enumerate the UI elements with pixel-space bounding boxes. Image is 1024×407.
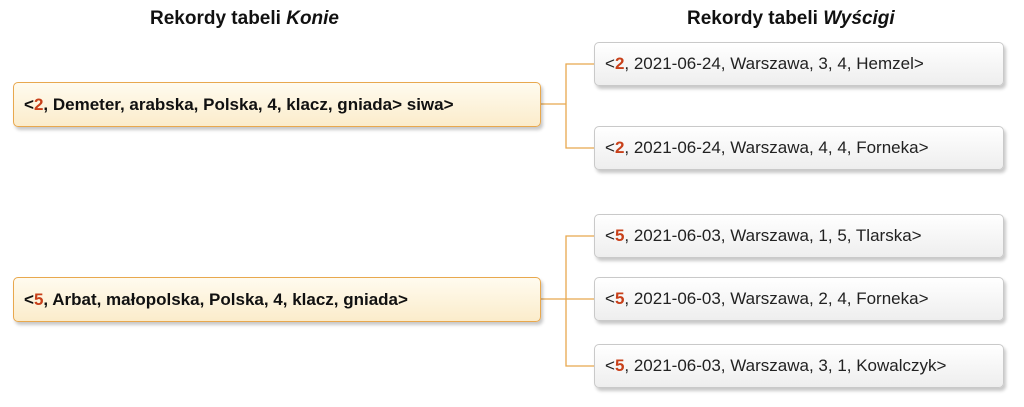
record-rest: , Demeter, arabska, Polska, 4, klacz, gn… <box>43 94 454 114</box>
record-key: 5 <box>614 356 625 375</box>
header-konie: Rekordy tabeli Konie <box>150 6 339 32</box>
record-open: < <box>605 226 615 245</box>
record-rest: , 2021-06-24, Warszawa, 3, 4, Hemzel> <box>624 54 924 73</box>
record-rest: , 2021-06-03, Warszawa, 1, 5, Tlarska> <box>624 226 922 245</box>
wyscigi-record-2-1: <2, 2021-06-24, Warszawa, 3, 4, Hemzel> <box>594 42 1004 86</box>
wyscigi-record-5-1: <5, 2021-06-03, Warszawa, 1, 5, Tlarska> <box>594 214 1004 258</box>
record-key: 5 <box>614 289 625 308</box>
record-open: < <box>24 289 34 309</box>
connector-group-2 <box>540 235 594 367</box>
connector-group-1 <box>540 63 594 149</box>
record-rest: , 2021-06-24, Warszawa, 4, 4, Forneka> <box>624 138 929 157</box>
header-wyscigi: Rekordy tabeli Wyścigi <box>687 6 895 32</box>
wyscigi-record-2-2: <2, 2021-06-24, Warszawa, 4, 4, Forneka> <box>594 126 1004 170</box>
header-wyscigi-table: Wyścigi <box>823 8 895 29</box>
record-open: < <box>605 289 615 308</box>
record-key: 2 <box>33 94 44 114</box>
record-rest: , 2021-06-03, Warszawa, 2, 4, Forneka> <box>624 289 929 308</box>
record-rest: , Arbat, małopolska, Polska, 4, klacz, g… <box>43 289 408 309</box>
record-key: 2 <box>614 54 625 73</box>
record-open: < <box>605 356 615 375</box>
konie-record-2: <2, Demeter, arabska, Polska, 4, klacz, … <box>13 82 541 127</box>
record-rest: , 2021-06-03, Warszawa, 3, 1, Kowalczyk> <box>624 356 947 375</box>
wyscigi-record-5-3: <5, 2021-06-03, Warszawa, 3, 1, Kowalczy… <box>594 344 1004 388</box>
wyscigi-record-5-2: <5, 2021-06-03, Warszawa, 2, 4, Forneka> <box>594 277 1004 321</box>
konie-record-5: <5, Arbat, małopolska, Polska, 4, klacz,… <box>13 277 541 322</box>
record-open: < <box>605 54 615 73</box>
record-open: < <box>24 94 34 114</box>
record-open: < <box>605 138 615 157</box>
record-key: 5 <box>614 226 625 245</box>
header-wyscigi-prefix: Rekordy tabeli <box>687 8 818 29</box>
record-key: 5 <box>33 289 44 309</box>
record-key: 2 <box>614 138 625 157</box>
header-konie-prefix: Rekordy tabeli <box>150 8 281 29</box>
header-konie-table: Konie <box>286 8 339 29</box>
